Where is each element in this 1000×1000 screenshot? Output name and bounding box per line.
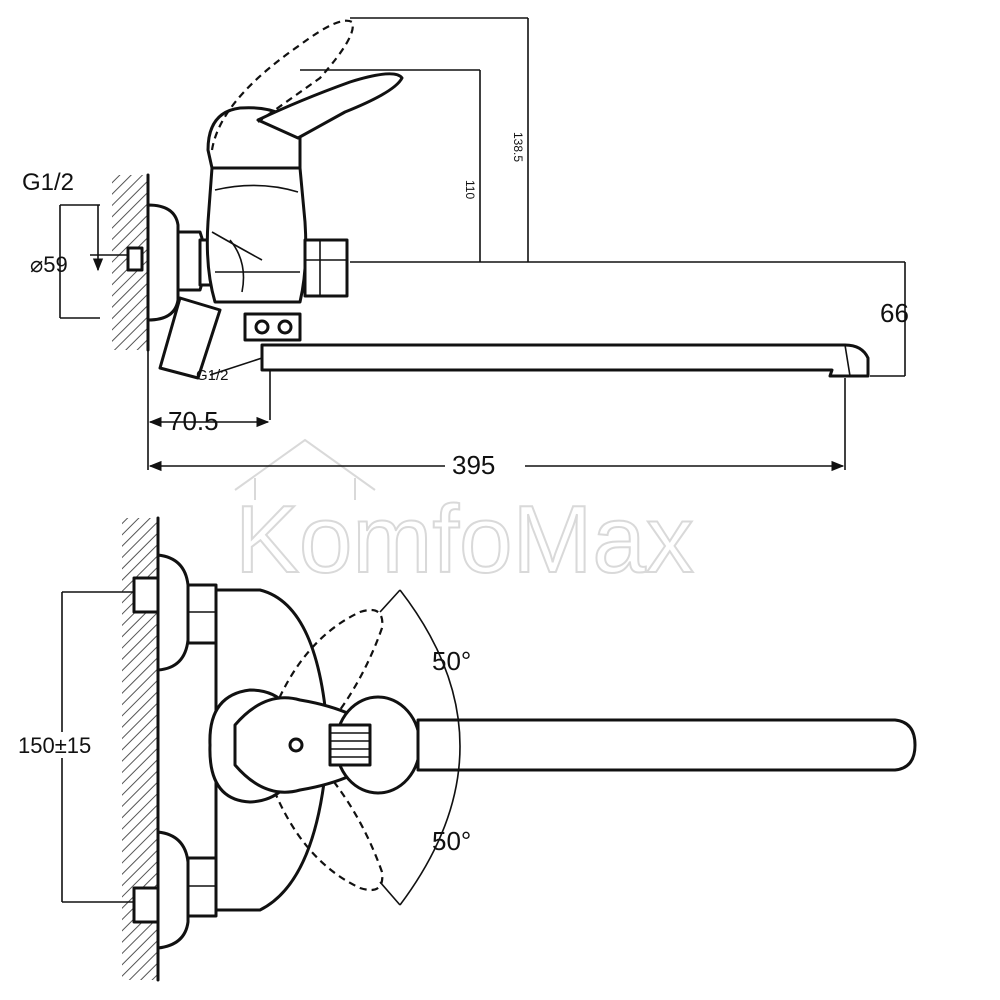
mixer-body xyxy=(205,160,308,304)
watermark-text: KomfoMax xyxy=(235,486,694,593)
lever-ghost-up xyxy=(268,608,384,737)
center-screw xyxy=(288,737,304,753)
height-110-label: 110 xyxy=(463,180,477,199)
wall-flange xyxy=(146,203,180,322)
angle-lower-label: 50° xyxy=(432,826,471,856)
screw-left xyxy=(254,319,270,335)
lever-ghost-down xyxy=(268,763,384,892)
screw-right xyxy=(277,319,293,335)
grip-block xyxy=(328,723,372,767)
flange-slot xyxy=(126,246,144,272)
lever-handle xyxy=(256,72,404,140)
diverter-nut xyxy=(303,238,349,298)
lower-wall-nut xyxy=(132,886,160,924)
length-395-label: 395 xyxy=(452,450,495,480)
height-138-label: 138.5 xyxy=(511,132,525,162)
thread-label-bottom: G1/2 xyxy=(196,367,229,384)
lower-inlet xyxy=(158,296,222,380)
lower-nut xyxy=(186,856,218,918)
upper-flange xyxy=(156,553,190,672)
lower-flange xyxy=(156,830,190,950)
thread-label-top: G1/2 xyxy=(22,169,74,196)
upper-nut xyxy=(186,583,218,645)
side-view: G1/2 ⌀59 110 138.5 66 G1/2 70.5 395 xyxy=(22,17,909,480)
spout-top xyxy=(416,718,917,772)
angle-upper-label: 50° xyxy=(432,646,471,676)
spout xyxy=(260,343,870,378)
angle-arc xyxy=(399,589,461,906)
top-view: 50° 50° 150±15 xyxy=(15,516,917,982)
watermark: KomfoMax xyxy=(234,438,695,594)
drop-66-label: 66 xyxy=(880,298,909,328)
spacing-label: 150±15 xyxy=(18,733,91,758)
upper-wall-nut xyxy=(132,576,160,614)
diameter-label: ⌀59 xyxy=(30,252,68,277)
offset-70-label: 70.5 xyxy=(168,406,219,436)
